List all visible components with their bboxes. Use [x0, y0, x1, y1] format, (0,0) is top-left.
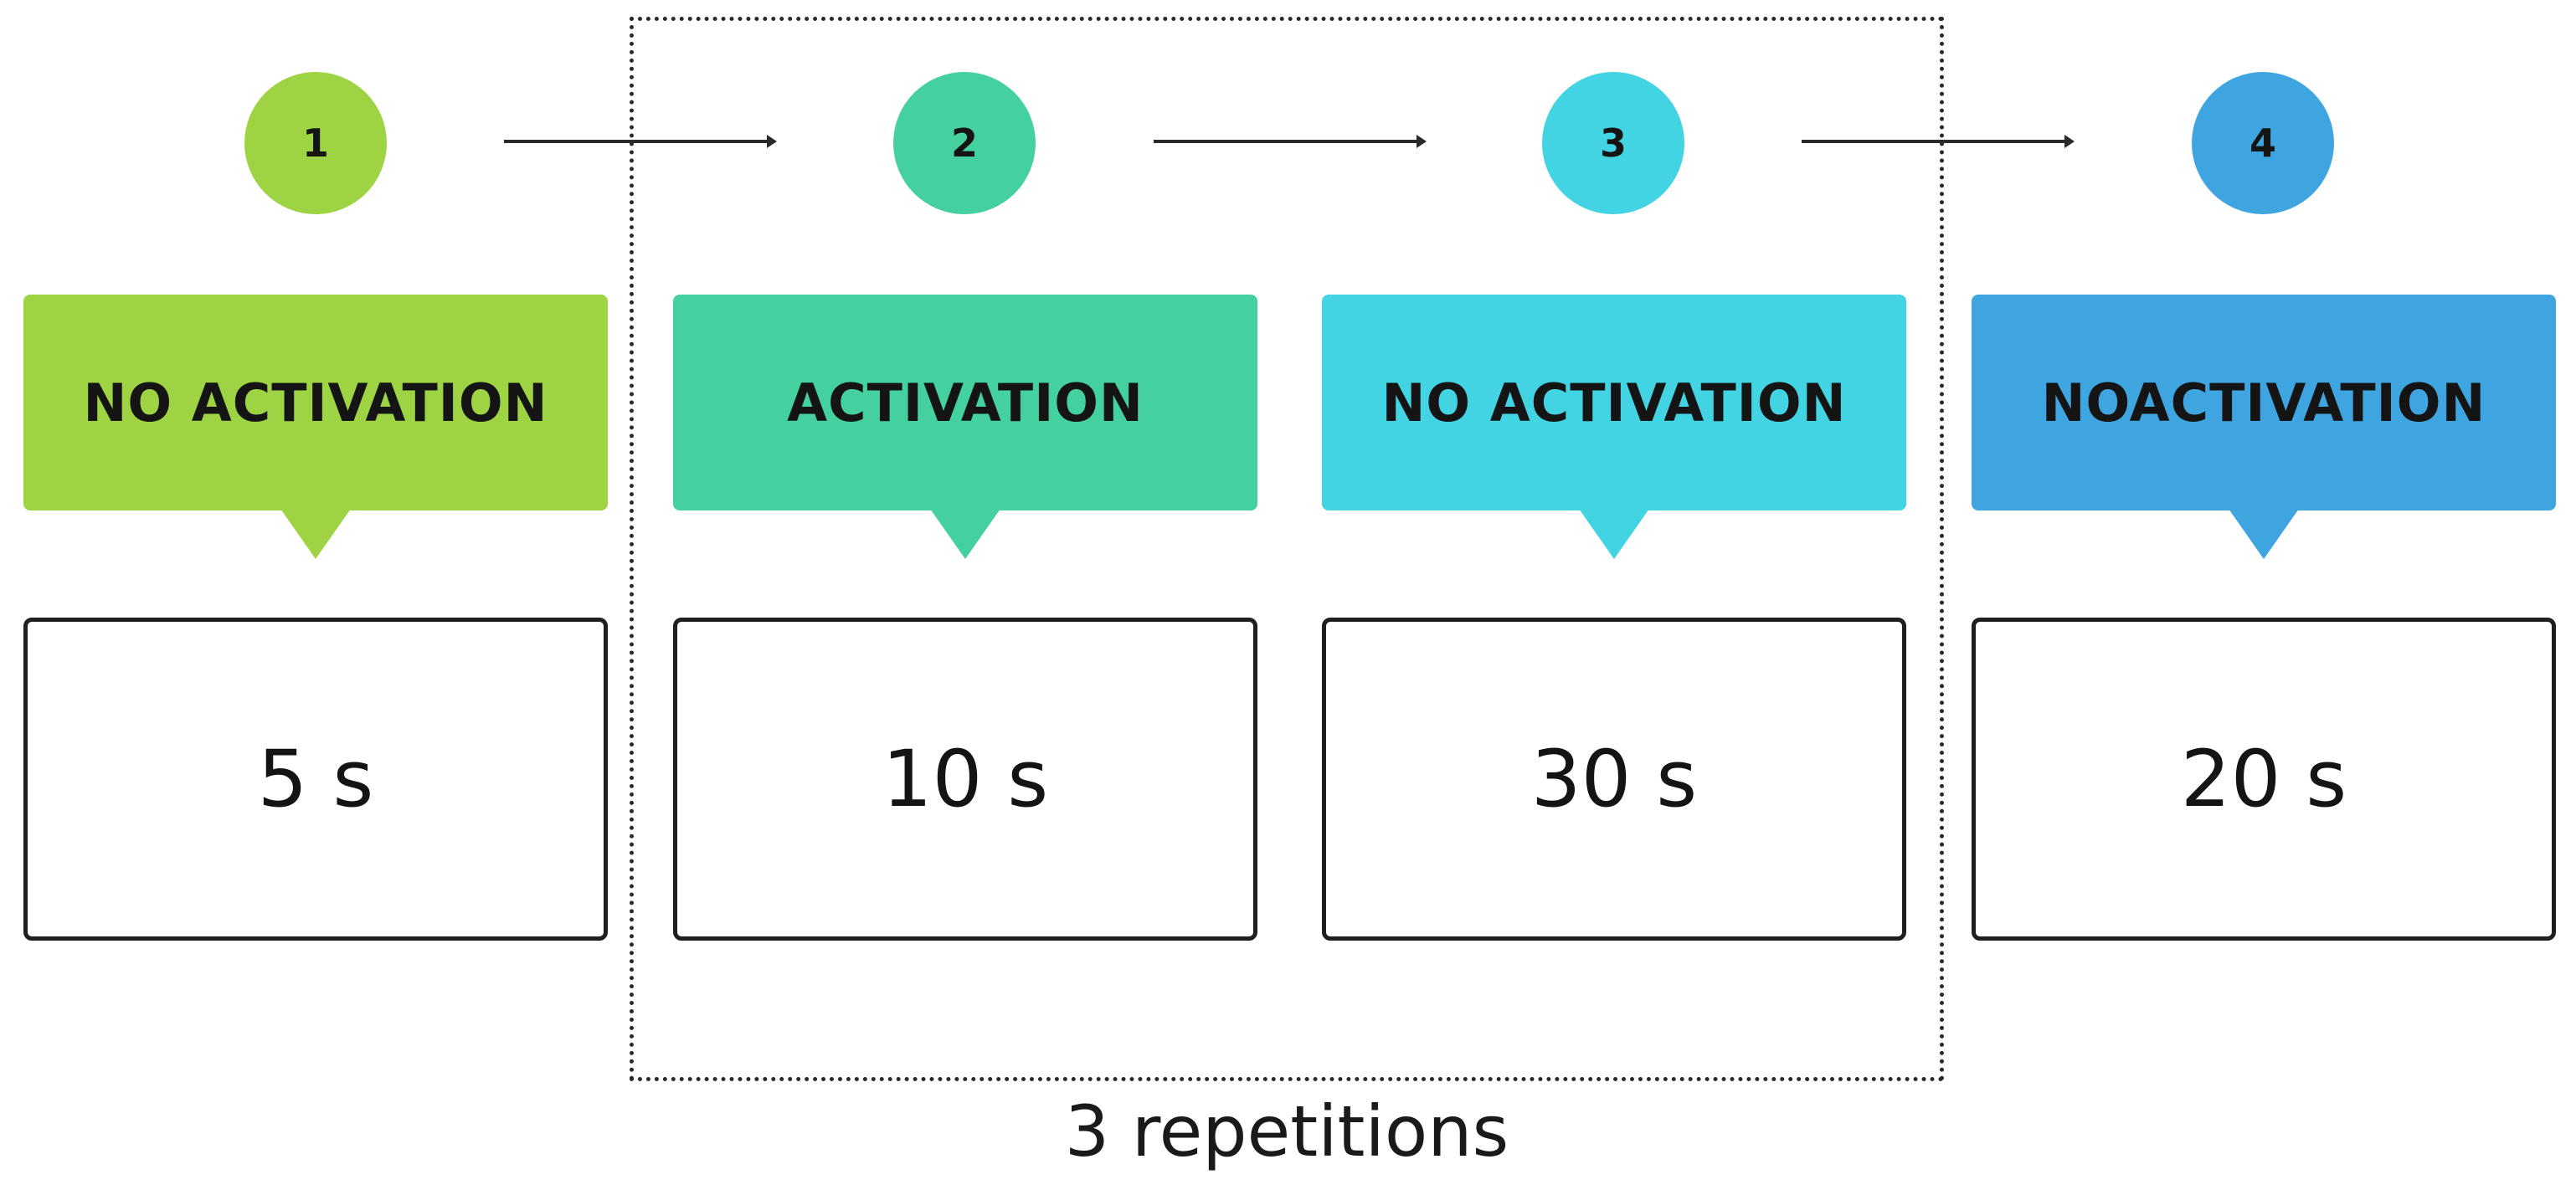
repetition-label: 3 repetitions	[1064, 1090, 1509, 1172]
step-2-banner-pointer	[930, 509, 1000, 559]
arrow-step-3-to-4	[1802, 135, 2075, 148]
arrow-step-2-to-3	[1154, 135, 1427, 148]
step-2-phase-banner: ACTIVATION	[673, 295, 1257, 510]
step-3-phase-banner: NO ACTIVATION	[1322, 295, 1906, 510]
step-4-duration-box: 20 s	[1972, 618, 2556, 941]
step-1-duration-box: 5 s	[23, 618, 608, 941]
step-3-number-circle: 3	[1542, 72, 1684, 214]
step-4-banner-pointer	[2229, 509, 2299, 559]
arrow-step-1-to-2	[504, 135, 777, 148]
repetition-group-box	[630, 17, 1944, 1081]
step-2-number-circle: 2	[893, 72, 1036, 214]
step-3-duration-box: 30 s	[1322, 618, 1906, 941]
step-1-phase-banner: NO ACTIVATION	[23, 295, 608, 510]
step-4-phase-banner: NOACTIVATION	[1972, 295, 2556, 510]
step-1-number-circle: 1	[244, 72, 387, 214]
step-1-banner-pointer	[280, 509, 351, 559]
step-3-banner-pointer	[1579, 509, 1649, 559]
step-4-number-circle: 4	[2192, 72, 2334, 214]
step-2-duration-box: 10 s	[673, 618, 1257, 941]
